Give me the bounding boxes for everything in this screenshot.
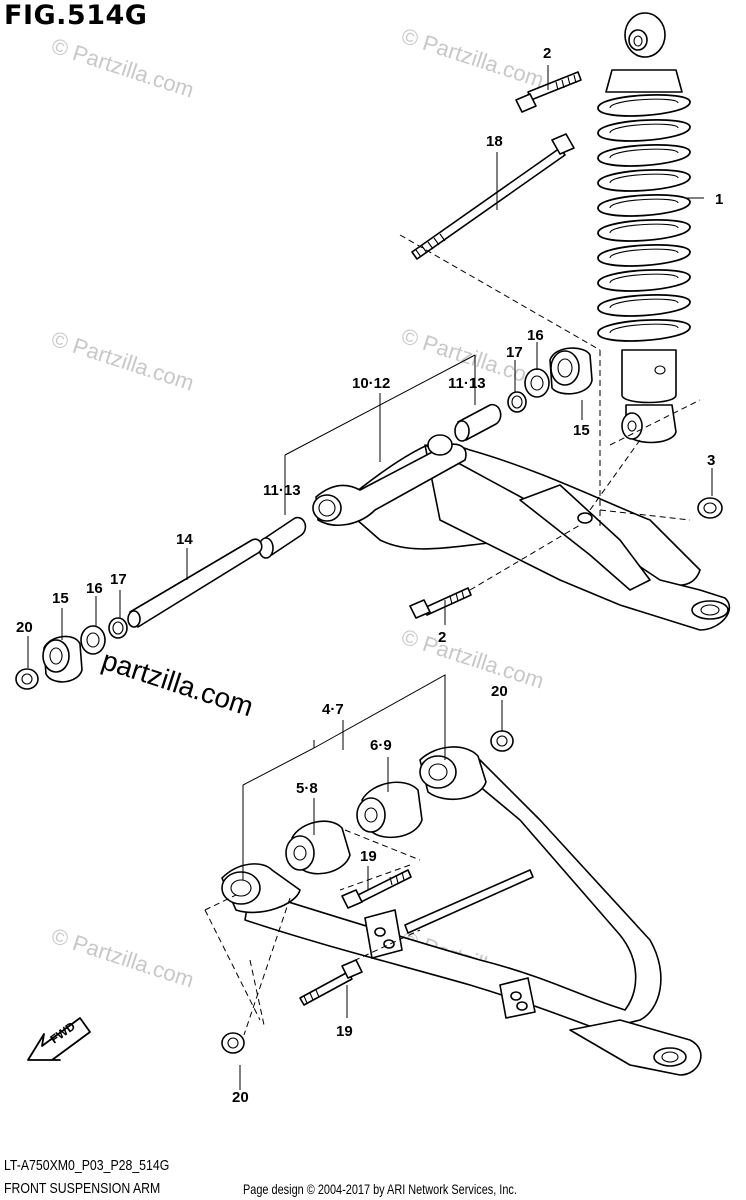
spring-coil-inner — [609, 98, 679, 109]
bushing-11-13-upper — [454, 403, 502, 442]
callout-16-right: 16 — [527, 327, 544, 344]
watermark-text: © Partzilla.com — [398, 23, 547, 93]
figure-code: LT-A750XM0_P03_P28_514G — [4, 1157, 170, 1174]
spring-coil — [597, 144, 691, 167]
cap-15-left — [42, 635, 83, 683]
copyright-notice: Page design © 2004-2017 by ARI Network S… — [243, 1181, 517, 1197]
spring-coil-inner — [609, 248, 679, 259]
nut-3 — [697, 497, 723, 519]
spring-coil-inner — [609, 298, 679, 309]
callout-19-upper: 19 — [360, 848, 377, 865]
spring-coil — [597, 294, 691, 317]
spring-coil-inner — [609, 198, 679, 209]
callout-2-lower: 2 — [438, 629, 446, 646]
bolt-18 — [411, 133, 575, 260]
lower-arm — [221, 746, 702, 1076]
upper-arm — [312, 434, 731, 631]
cap-15-right — [549, 347, 593, 395]
spring-coil — [597, 219, 691, 242]
spring-coil — [597, 269, 691, 292]
callout-11-13-lower: 11·13 — [263, 482, 301, 499]
callout-14: 14 — [176, 531, 193, 548]
spring-coil — [597, 169, 691, 192]
callout-1: 1 — [715, 191, 723, 208]
leader-lines — [27, 65, 713, 1090]
spring-coil-inner — [609, 148, 679, 159]
callouts: 1 2 18 16 17 10·12 11·13 15 3 11·13 14 1… — [16, 45, 723, 1106]
bushing-6-9 — [356, 781, 423, 839]
callout-20-bottom: 20 — [232, 1089, 249, 1106]
spring-coil-inner — [609, 223, 679, 234]
nut-20-left-upper — [15, 668, 39, 690]
watermark-large: partzilla.com — [98, 644, 257, 722]
bushing-11-13-lower — [258, 516, 307, 559]
callout-20-right: 20 — [491, 683, 508, 700]
callout-18: 18 — [486, 133, 503, 150]
callout-15-left: 15 — [52, 590, 69, 607]
spring-coil-inner — [609, 323, 679, 334]
figure-subtitle: FRONT SUSPENSION ARM — [4, 1180, 161, 1197]
spring-coil — [597, 194, 691, 217]
bolt-2-lower — [409, 587, 472, 619]
callout-11-13-upper: 11·13 — [448, 375, 486, 392]
shaft-14 — [127, 538, 263, 628]
nut-20-right — [490, 730, 514, 752]
spring-coil-inner — [609, 123, 679, 134]
forward-arrow: FWD — [27, 1017, 91, 1061]
callout-15-right: 15 — [573, 422, 590, 439]
washer-16-right — [524, 368, 550, 398]
spring-coil-inner — [609, 273, 679, 284]
dashed-alignment-lines — [204, 234, 701, 1036]
callout-17-right: 17 — [506, 344, 523, 361]
callout-20-left: 20 — [16, 619, 33, 636]
shock-absorber — [597, 12, 691, 444]
callout-6-9: 6·9 — [370, 737, 392, 754]
watermark-text: © Partzilla.com — [48, 923, 197, 993]
washer-17-left — [108, 617, 128, 639]
nut-20-bottom — [221, 1032, 245, 1054]
spring-coil-inner — [609, 173, 679, 184]
watermark-text: © Partzilla.com — [398, 624, 547, 694]
spring-coil — [597, 94, 691, 117]
callout-16-left: 16 — [86, 580, 103, 597]
watermark-text: © Partzilla.com — [48, 326, 197, 396]
callout-10-12: 10·12 — [352, 375, 390, 392]
bolt-19-upper — [341, 869, 412, 909]
figure-title: FIG.514G — [4, 0, 148, 31]
callout-19-lower: 19 — [336, 1023, 353, 1040]
bolt-19-lower — [299, 959, 363, 1006]
bolt-2-top — [515, 71, 582, 113]
spring-coil — [597, 119, 691, 142]
spring-coil — [597, 319, 691, 342]
callout-17-left: 17 — [110, 571, 127, 588]
callout-2-top: 2 — [543, 45, 551, 62]
washer-16-left — [80, 625, 106, 655]
bushing-5-8 — [285, 820, 351, 875]
callout-5-8: 5·8 — [296, 780, 318, 797]
watermark-text: © Partzilla.com — [48, 33, 197, 103]
callout-3: 3 — [707, 452, 715, 469]
spring-coil — [597, 244, 691, 267]
washer-17-right — [507, 391, 527, 413]
callout-4-7: 4·7 — [322, 701, 344, 718]
